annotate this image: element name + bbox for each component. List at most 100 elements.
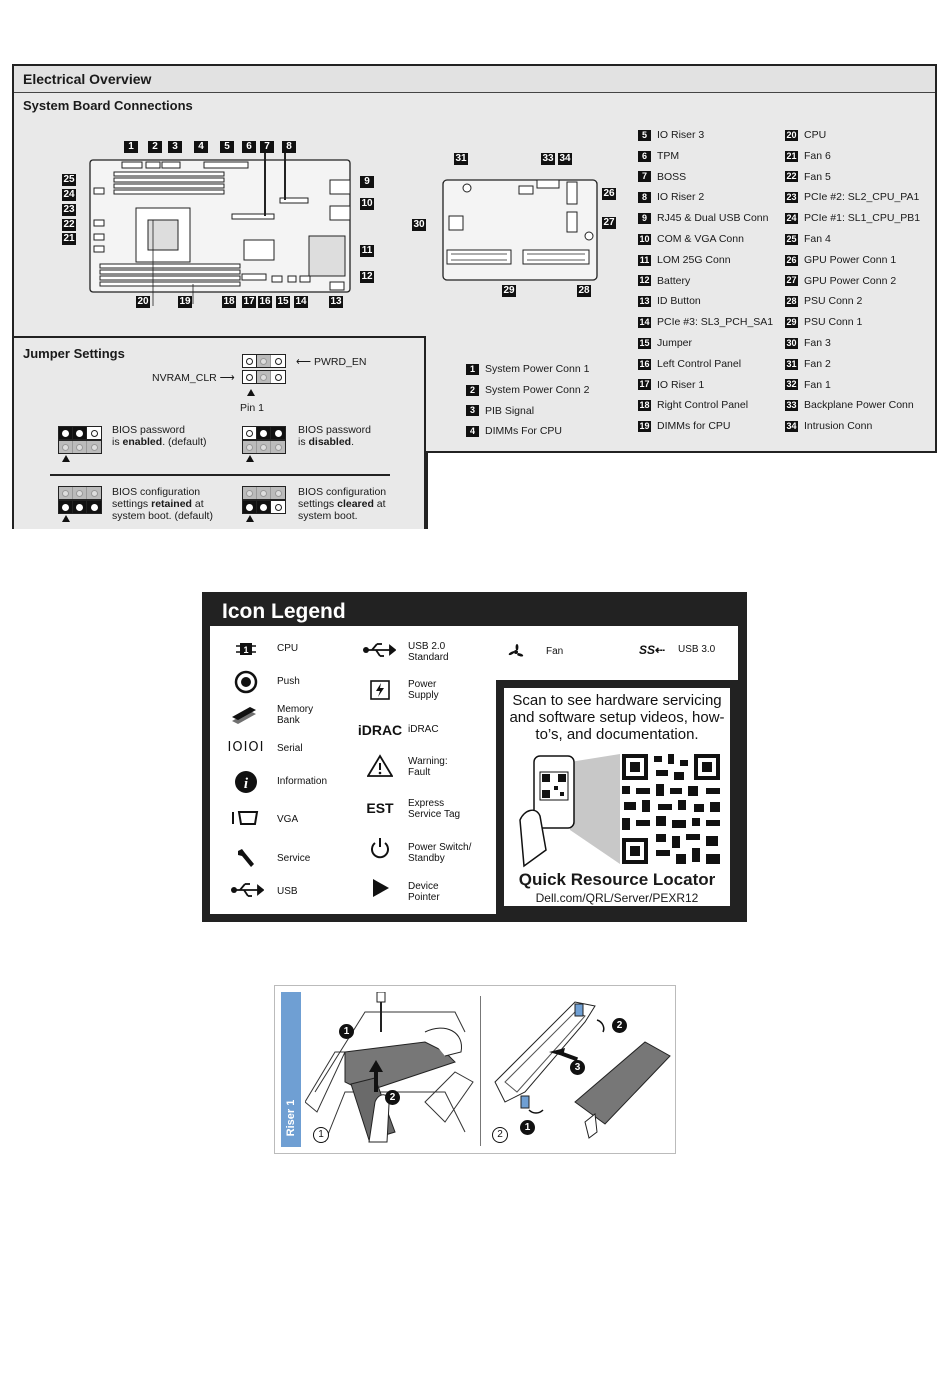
- legend-item-30: 30 Fan 3: [785, 336, 831, 350]
- callout-6: 6: [242, 141, 256, 153]
- qr-code-icon: [622, 754, 720, 864]
- legend-label: Fan 3: [804, 337, 831, 349]
- riser-removal-illustration: [305, 992, 474, 1143]
- legend-number-badge: 15: [638, 337, 651, 349]
- pin1-marker-icon: [246, 515, 254, 522]
- callout-27: 27: [602, 217, 616, 229]
- pin1-marker-icon: [62, 515, 70, 522]
- legend-item-2: 2 System Power Conn 2: [466, 383, 589, 397]
- legend-label: PCIe #1: SL1_CPU_PB1: [804, 212, 921, 225]
- pw-disabled-text: BIOS password is disabled.: [298, 424, 371, 448]
- legend-number-badge: 34: [785, 420, 798, 432]
- legend-label: PCIe #3: SL3_PCH_SA1: [657, 316, 774, 329]
- pw-enabled-text: BIOS password is enabled. (default): [112, 424, 207, 448]
- legend-number-badge: 2: [466, 384, 479, 396]
- legend-item-27: 27 GPU Power Conn 2: [785, 274, 896, 288]
- vga-icon: [230, 808, 262, 832]
- legend-number-badge: 24: [785, 212, 798, 224]
- cfg-cleared-text: BIOS configuration settings cleared at s…: [298, 486, 387, 522]
- legend-number-badge: 17: [638, 379, 651, 391]
- legend-label: Fan 4: [804, 233, 831, 245]
- legend-number-badge: 26: [785, 254, 798, 266]
- legend-number-badge: 1: [466, 363, 479, 375]
- cpu-label: CPU: [277, 643, 299, 654]
- legend-label: LOM 25G Conn: [657, 253, 731, 266]
- legend-number-badge: 12: [638, 275, 651, 287]
- push-icon: [232, 670, 260, 694]
- callout-1: 1: [124, 141, 138, 153]
- riser-label: Riser 1: [285, 1099, 297, 1137]
- legend-number-badge: 21: [785, 150, 798, 162]
- legend-number-badge: 33: [785, 400, 798, 412]
- callout-25: 25: [62, 174, 76, 186]
- legend-label: Right Control Panel: [657, 399, 749, 412]
- legend-label: GPU Power Conn 1: [804, 253, 897, 266]
- legend-item-12: 12 Battery: [638, 274, 690, 288]
- qr-url[interactable]: Dell.com/QRL/Server/PEXR12: [535, 891, 699, 905]
- legend-label: CPU: [804, 129, 827, 141]
- information-label: Information: [277, 776, 328, 787]
- warning-label: Warning: Fault: [408, 756, 448, 778]
- callout-7: 7: [260, 141, 274, 153]
- legend-label: System Power Conn 1: [485, 363, 590, 375]
- legend-number-badge: 30: [785, 337, 798, 349]
- legend-label: PSU Conn 2: [804, 295, 863, 308]
- legend-item-26: 26 GPU Power Conn 1: [785, 253, 896, 267]
- legend-item-34: 34 Intrusion Conn: [785, 419, 872, 433]
- express-service-tag-icon: EST: [366, 800, 394, 816]
- electrical-title: Electrical Overview: [23, 71, 152, 87]
- legend-number-badge: 27: [785, 275, 798, 287]
- legend-label: Battery: [657, 274, 691, 287]
- legend-number-badge: 22: [785, 171, 798, 183]
- panel-1-marker: 1: [313, 1127, 329, 1143]
- device-pointer-icon: [366, 876, 394, 900]
- step-1-badge: 1: [520, 1120, 535, 1135]
- pin1-marker-icon: [246, 455, 254, 462]
- power-switch-icon: [366, 836, 394, 860]
- jumper-settings-panel: Jumper Settings ⟵ PWRD_EN NVRAM_CLR ⟶ Pi…: [14, 336, 426, 529]
- fan-label: Fan: [546, 646, 564, 657]
- legend-number-badge: 5: [638, 129, 651, 141]
- system-board-subtitle: System Board Connections: [23, 98, 193, 113]
- divider: [50, 474, 390, 476]
- legend-label: GPU Power Conn 2: [804, 274, 897, 287]
- legend-label: System Power Conn 2: [485, 383, 590, 396]
- callout-8: 8: [282, 141, 296, 153]
- legend-label: BOSS: [657, 170, 687, 183]
- callout-9: 9: [360, 176, 374, 188]
- legend-number-badge: 20: [785, 129, 798, 141]
- legend-item-20: 20 CPU: [785, 128, 826, 142]
- power-supply-label: Power Supply: [408, 679, 439, 701]
- callout-22: 22: [62, 219, 76, 231]
- express-service-tag-label: Express Service Tag: [408, 798, 461, 820]
- legend-number-badge: 8: [638, 192, 651, 204]
- qr-title: Quick Resource Locator: [518, 870, 716, 889]
- legend-number-badge: 29: [785, 316, 798, 328]
- callout-5: 5: [220, 141, 234, 153]
- step-2-badge: 2: [385, 1090, 400, 1105]
- legend-label: ID Button: [657, 295, 701, 308]
- fan-icon: [502, 640, 530, 664]
- serial-icon: IOIOI: [227, 740, 265, 755]
- callout-3: 3: [168, 141, 182, 153]
- usb-3-label: USB 3.0: [678, 644, 716, 655]
- legend-label: Intrusion Conn: [804, 420, 873, 433]
- usb-label: USB: [277, 886, 298, 897]
- service-label: Service: [277, 853, 311, 864]
- step-3-badge: 3: [570, 1060, 585, 1075]
